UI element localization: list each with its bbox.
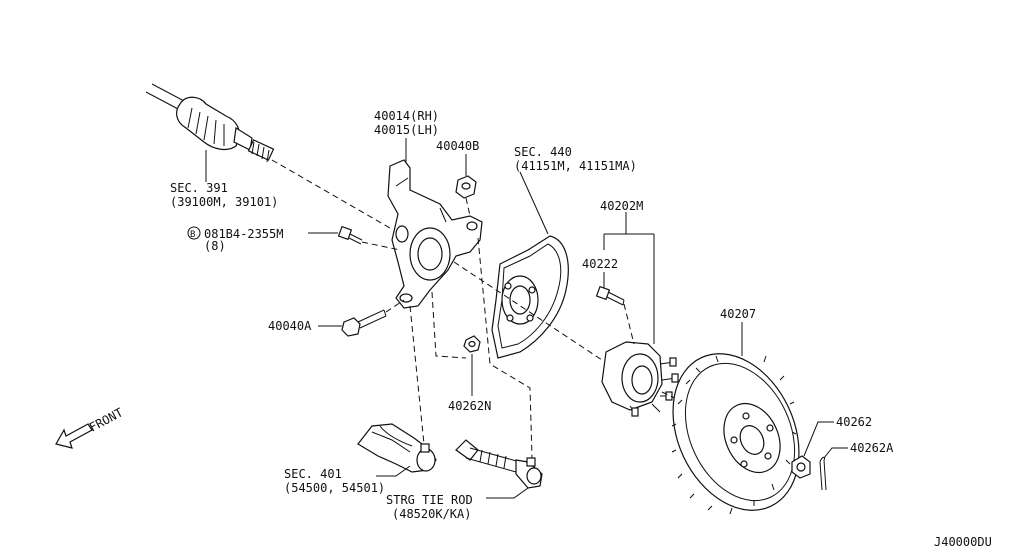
cotter-pin-40262a bbox=[819, 456, 827, 491]
pin-40262a-leader bbox=[823, 447, 848, 459]
steering-knuckle bbox=[387, 159, 483, 309]
bolt-40040a-label: 40040A bbox=[268, 319, 312, 333]
tierod-parts: (48520K/KA) bbox=[392, 507, 471, 521]
bolt-qty-label: (8) bbox=[204, 239, 226, 253]
knuckle-lh-label: 40015(LH) bbox=[374, 123, 439, 137]
sec440-parts: (41151M, 41151MA) bbox=[514, 159, 637, 173]
lower-control-arm bbox=[357, 423, 437, 473]
bolt-081b4-callout: B 081B4-2355M (8) bbox=[187, 226, 283, 253]
bolt-40040a-dashline bbox=[385, 299, 405, 313]
nut-40040b-dashline bbox=[465, 197, 471, 217]
sec401-title: SEC. 401 bbox=[284, 467, 342, 481]
tierod-title: STRG TIE ROD bbox=[386, 493, 473, 507]
pin-40262a-label: 40262A bbox=[850, 441, 894, 455]
hub-bolt-40222 bbox=[595, 285, 625, 306]
tierod-to-knuckle-dashline bbox=[477, 237, 533, 459]
drive-shaft bbox=[145, 83, 275, 163]
nut-40262-leader bbox=[803, 421, 834, 457]
knuckle-lower-dashline bbox=[431, 291, 467, 359]
bolt-40222-dashline bbox=[623, 303, 635, 345]
bolt-circle-mark: B bbox=[190, 230, 195, 240]
hub-40202m-leader bbox=[603, 212, 655, 344]
nut-40262n bbox=[463, 335, 481, 353]
sec401-parts: (54500, 54501) bbox=[284, 481, 385, 495]
front-direction-arrow bbox=[55, 423, 93, 449]
diagram-id-label: J40000DU bbox=[934, 535, 992, 549]
bolt-081b4-label: 081B4-2355M bbox=[204, 227, 283, 241]
wheel-hub-assembly bbox=[601, 341, 679, 417]
brake-rotor bbox=[671, 350, 800, 515]
stud-40222-label: 40222 bbox=[582, 257, 618, 271]
knuckle-mount-bolt bbox=[337, 225, 363, 245]
tierod-leader bbox=[486, 487, 529, 499]
brake-backing-plate bbox=[491, 235, 569, 359]
tie-rod-end bbox=[455, 439, 543, 489]
sec440-leader bbox=[519, 171, 549, 235]
nut-40262-label: 40262 bbox=[836, 415, 872, 429]
sec440-title: SEC. 440 bbox=[514, 145, 572, 159]
sec401-leader bbox=[376, 465, 411, 477]
nut-40262 bbox=[791, 455, 811, 479]
arm-to-knuckle-dashline bbox=[409, 305, 425, 445]
sec391-title: SEC. 391 bbox=[170, 181, 228, 195]
sec391-parts: (39100M, 39101) bbox=[170, 195, 278, 209]
nut-40040b-label: 40040B bbox=[436, 139, 479, 153]
hub-40202m-label: 40202M bbox=[600, 199, 643, 213]
front-label: FRONT bbox=[87, 405, 125, 434]
nut-40262n-label: 40262N bbox=[448, 399, 491, 413]
rotor-40207-label: 40207 bbox=[720, 307, 756, 321]
bolt-to-knuckle-dashline bbox=[361, 241, 401, 251]
nut-40040b bbox=[455, 175, 477, 199]
shaft-to-knuckle-dashline bbox=[271, 159, 391, 229]
knuckle-rh-label: 40014(RH) bbox=[374, 109, 439, 123]
bolt-40040a bbox=[341, 309, 387, 337]
